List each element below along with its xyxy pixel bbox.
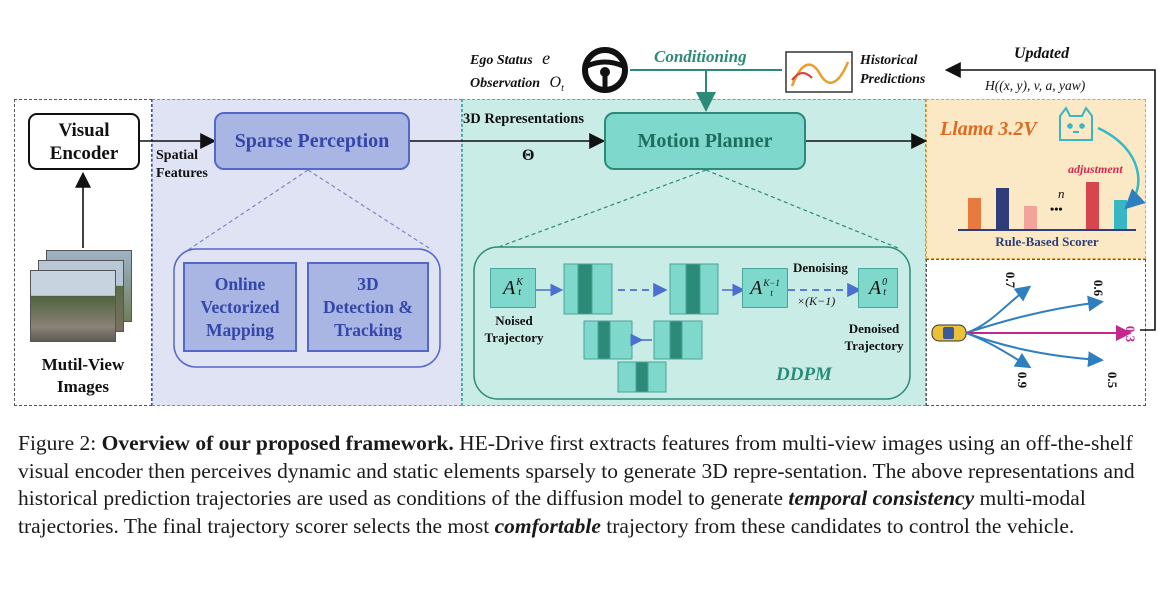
updated-formula: H((x, y), v, a, yaw) — [985, 78, 1086, 93]
theta-symbol: Θ — [522, 147, 535, 164]
a-k-sub: t — [518, 287, 521, 298]
observation-label: Observation Ot — [470, 74, 564, 94]
steering-wheel-icon — [582, 47, 628, 93]
denoising-times-label: ×(K−1) — [797, 294, 836, 308]
a-0-sub: t — [883, 287, 886, 298]
score-label: 0.5 — [1105, 371, 1121, 389]
a-0-sup: 0 — [882, 277, 888, 288]
sparse-perception-label: Sparse Perception — [234, 129, 390, 152]
motion-planner-box: Motion Planner — [604, 112, 806, 170]
score-label: 0.3 — [1123, 325, 1139, 343]
multiview-line1: Mutil-View — [41, 355, 125, 374]
spatial-features-label: Spatial Features — [156, 147, 208, 183]
a-k-symbol: A — [503, 276, 516, 299]
online-mapping-line3: Mapping — [205, 319, 275, 340]
multiview-images-icon — [26, 250, 138, 350]
dots-label: ••• — [1050, 202, 1063, 216]
diagram-graphics — [75, 47, 1156, 400]
caption-emphasis-2: comfortable — [494, 513, 601, 538]
online-mapping-line1: Online — [214, 273, 266, 294]
a-0-symbol: A — [868, 276, 882, 299]
observation-symbol: O — [549, 74, 562, 91]
conditioning-label: Conditioning — [654, 47, 747, 66]
spatial-features-line2: Features — [156, 166, 208, 181]
trajectory-panel — [926, 259, 1146, 406]
ego-status-label: Ego Status e — [470, 48, 550, 69]
historical-line2: Predictions — [860, 72, 926, 87]
noised-line1: Noised — [495, 313, 533, 328]
caption-text-3: trajectory from these candidates to cont… — [600, 513, 1075, 538]
score-label: 0.9 — [1015, 371, 1031, 389]
rule-scorer-bars — [958, 182, 1136, 231]
historical-predictions-label: Historical Predictions — [860, 51, 925, 89]
caption-text-2: multi-modal trajectories. The final traj… — [18, 486, 1086, 538]
scorer-panel — [926, 99, 1146, 259]
llama-label: Llama 3.2V — [940, 118, 1037, 140]
caption-title: Overview of our proposed framework. — [101, 431, 454, 455]
spatial-features-line1: Spatial — [156, 148, 199, 163]
a-k-sup: K — [516, 277, 523, 288]
denoised-line2: Trajectory — [844, 338, 904, 353]
representations-label: 3D Representations — [463, 111, 584, 127]
detection-tracking-box: 3D Detection & Tracking — [307, 262, 429, 352]
ddpm-label: DDPM — [776, 364, 832, 385]
historical-line1: Historical — [860, 53, 918, 68]
car-icon — [931, 324, 967, 342]
detection-line1: 3D — [357, 273, 379, 294]
llama-icon — [1059, 106, 1093, 141]
ego-status-symbol: e — [542, 48, 551, 68]
caption-figure-number: Figure 2: — [18, 431, 97, 455]
visual-encoder-box: Visual Encoder — [28, 113, 140, 170]
detection-line3: Tracking — [334, 319, 402, 340]
ddpm-unet — [563, 263, 719, 393]
ego-status-text: Ego Status — [470, 53, 533, 68]
online-mapping-line2: Vectorized — [200, 296, 280, 317]
historical-predictions-icon — [785, 51, 853, 93]
multiview-line2: Images — [57, 377, 109, 396]
adjustment-label: adjustment — [1068, 162, 1123, 176]
visual-encoder-line2: Encoder — [49, 142, 119, 164]
detection-line2: Detection & — [323, 296, 413, 317]
figure-caption: Figure 2: Overview of our proposed frame… — [18, 430, 1158, 540]
score-label: 0.7 — [1003, 271, 1019, 289]
sparse-perception-box: Sparse Perception — [214, 112, 410, 170]
denoised-trajectory-label: Denoised Trajectory — [838, 320, 910, 354]
motion-planner-label: Motion Planner — [637, 129, 773, 152]
denoised-line1: Denoised — [848, 321, 900, 336]
a-k1-symbol: A — [750, 276, 763, 299]
denoising-label: Denoising — [793, 260, 848, 275]
caption-emphasis-1: temporal consistency — [788, 486, 975, 510]
n-label: n — [1058, 186, 1065, 201]
rule-scorer-label: Rule-Based Scorer — [995, 234, 1099, 249]
noised-trajectory-label: Noised Trajectory — [478, 312, 550, 346]
online-mapping-box: Online Vectorized Mapping — [183, 262, 297, 352]
updated-feedback-arrow — [944, 62, 1156, 331]
encoder-panel — [14, 99, 152, 406]
trajectory-fan — [965, 285, 1132, 369]
observation-text: Observation — [470, 76, 540, 91]
a-k1-sub: t — [770, 288, 773, 298]
visual-encoder-line1: Visual — [58, 119, 110, 141]
a-k1-sup: K−1 — [763, 278, 780, 288]
score-label: 0.6 — [1091, 279, 1107, 297]
updated-label: Updated — [1014, 45, 1070, 62]
caption-text-1: HE-Drive first extracts features from mu… — [18, 431, 1135, 510]
noised-line2: Trajectory — [484, 330, 544, 345]
observation-subscript: t — [561, 82, 564, 94]
multiview-caption: Mutil-View Images — [14, 354, 152, 398]
